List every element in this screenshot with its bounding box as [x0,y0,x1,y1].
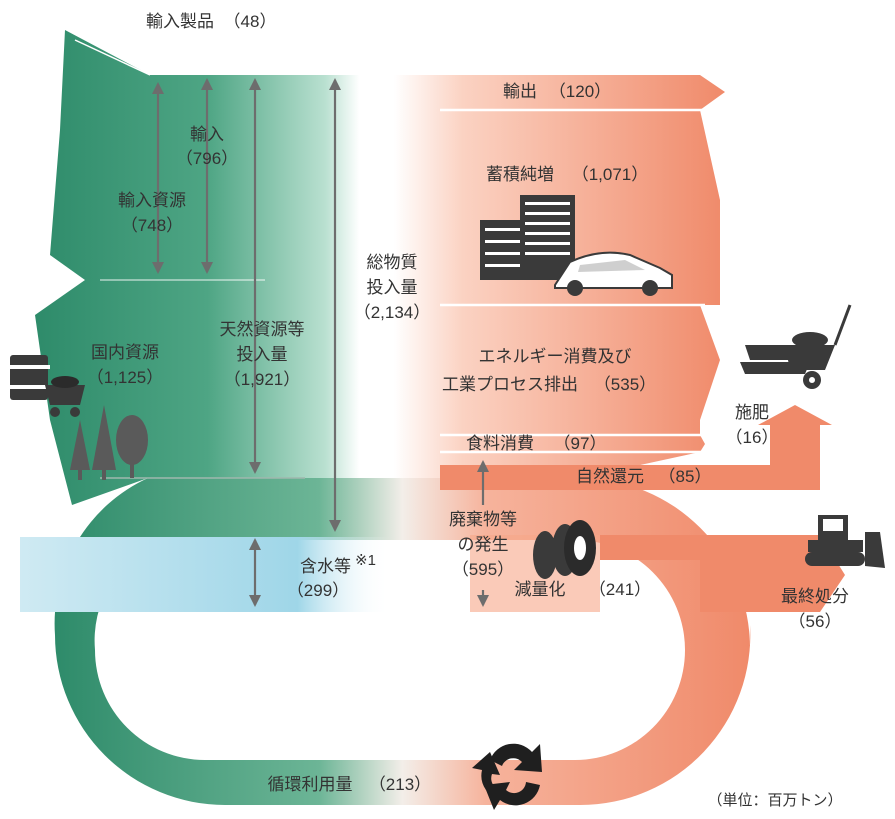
domestic-resources-label: 国内資源 [91,343,159,362]
recycled-use-value: （213） [369,775,431,794]
natural-resource-input-line1: 天然資源等 [220,320,305,339]
domestic-resources-value: （1,125） [87,368,164,387]
waste-generation-line2: の発生 [458,535,509,554]
fertilizer-value: （16） [726,428,779,447]
imported-resources-value: （748） [121,216,183,235]
total-material-input-line1: 総物質 [367,253,418,272]
forest-icon [70,405,148,480]
total-material-input-value: （2,134） [354,303,431,322]
import-label: 輸入 [190,125,224,144]
energy-emissions-line2: 工業プロセス排出 [442,375,578,394]
export-value: （120） [549,82,611,101]
total-material-input-line2: 投入量 [367,278,418,297]
export-label: 輸出 [503,82,537,101]
energy-emissions-line1: エネルギー消費及び [479,347,632,366]
wheelbarrow-icon [740,304,852,389]
food-consumption-label: 食料消費 [466,434,534,453]
net-accumulation-value: （1,071） [572,165,649,184]
natural-resource-input-value: （1,921） [224,370,301,389]
reduction-value: （241） [589,580,651,599]
final-disposal-label: 最終処分 [781,587,849,606]
waste-generation-value: （595） [452,560,514,579]
waste-generation-line1: 廃棄物等 [449,510,517,529]
recycle-icon [472,743,542,810]
imported-products-value: （48） [224,12,277,31]
natural-return-label: 自然還元 [576,467,644,486]
mining-icon [8,355,85,417]
water-content-value: （299） [287,581,349,600]
final-disposal-value: （56） [789,612,842,631]
reduction-label: 減量化 [515,580,566,599]
divider-imported-products [74,39,151,76]
building-icon [480,195,575,280]
energy-emissions-value: （535） [594,375,656,394]
tire-icon [533,520,596,579]
bulldozer-icon [805,515,885,568]
water-content-label: 含水等 [300,557,351,576]
measure-arrows [152,78,489,607]
natural-resource-input-line2: 投入量 [237,345,288,364]
bulldozer-feed-arrow [720,538,805,562]
units-note: （単位：百万トン） [707,792,842,809]
natural-return-value: （85） [659,467,712,486]
fertilizer-label: 施肥 [735,403,769,422]
water-content-footnote: ※1 [355,552,376,569]
labels: 輸入製品 （48） 輸入 （796） 輸入資源 （748） 国内資源 （1,12… [87,12,849,809]
imported-products-label: 輸入製品 [146,12,214,31]
food-consumption-value: （97） [554,434,607,453]
net-accumulation-label: 蓄積純増 [486,165,554,184]
imported-resources-label: 輸入資源 [118,191,186,210]
water-content-band [20,537,390,612]
import-value: （796） [176,149,238,168]
car-icon [554,251,673,296]
recycled-use-label: 循環利用量 [268,775,353,794]
natural-return-arrow [440,405,832,490]
